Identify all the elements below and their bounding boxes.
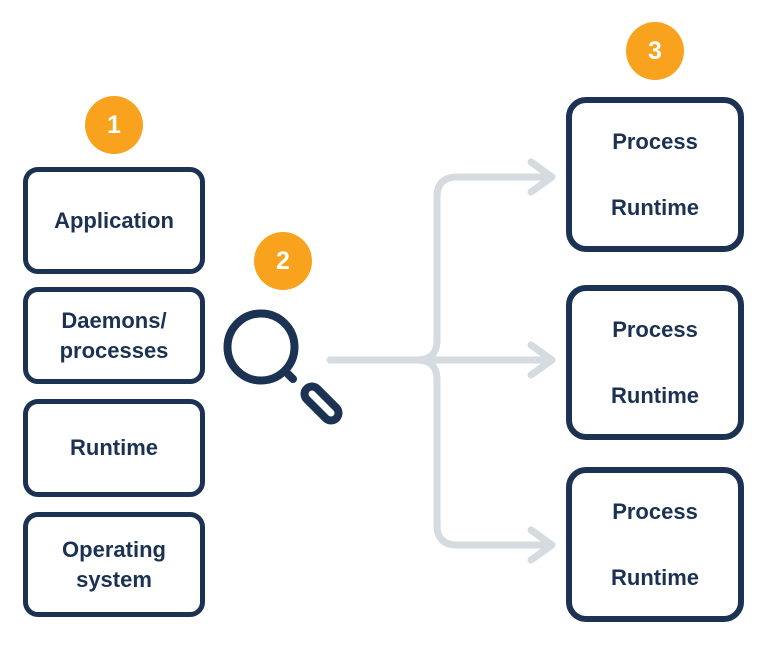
right-box-3-process-label: Process (612, 499, 698, 525)
arrowhead-middle-icon (527, 341, 556, 379)
step-badge-2: 2 (254, 232, 312, 290)
left-box-runtime-label: Runtime (70, 435, 158, 461)
left-box-application-label: Application (54, 207, 174, 233)
left-box-application: Application (23, 167, 205, 274)
flow-arrows (326, 158, 556, 564)
step-badge-2-label: 2 (276, 246, 290, 275)
right-box-1-process-label: Process (612, 129, 698, 155)
arrowhead-bottom-icon (527, 526, 556, 564)
magnifier-neck (284, 370, 297, 383)
magnifier-handle-inner (308, 390, 335, 417)
step-badge-3-label: 3 (648, 36, 662, 65)
left-box-daemons-processes: Daemons/ processes (23, 287, 205, 384)
left-box-operating-system: Operating system (23, 512, 205, 617)
right-box-1-runtime-label: Runtime (611, 194, 699, 220)
step-badge-3: 3 (626, 22, 684, 80)
right-box-3-runtime-label: Runtime (611, 564, 699, 590)
right-box-3: Process Runtime (566, 467, 744, 622)
step-badge-1-label: 1 (107, 110, 121, 139)
arrow-branch-bottom (413, 356, 550, 549)
left-box-os-line-2: system (76, 566, 152, 592)
magnifier-lens (223, 309, 299, 385)
step-badge-1: 1 (85, 96, 143, 154)
magnifier-handle-outer (300, 382, 343, 425)
right-box-2-runtime-label: Runtime (611, 382, 699, 408)
left-box-os-line-1: Operating (62, 537, 166, 563)
left-box-daemons-line-2: processes (59, 337, 169, 363)
right-box-2-process-label: Process (612, 317, 698, 343)
left-box-runtime: Runtime (23, 399, 205, 497)
right-box-1: Process Runtime (566, 97, 744, 252)
magnifier-icon (223, 309, 343, 425)
arrow-branch-top (413, 173, 550, 364)
arrowhead-top-icon (527, 158, 556, 196)
right-box-2: Process Runtime (566, 285, 744, 440)
left-box-daemons-line-1: Daemons/ (61, 308, 167, 334)
